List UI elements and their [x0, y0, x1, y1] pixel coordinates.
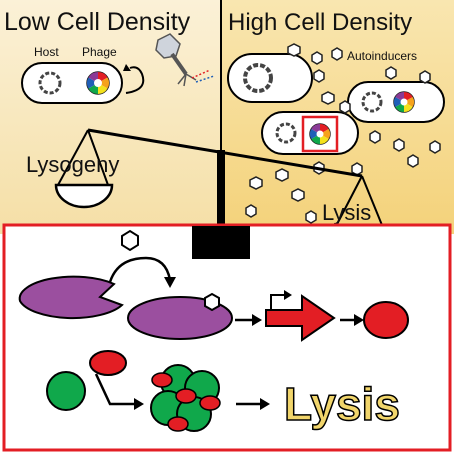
arrow-1-head — [252, 314, 262, 326]
promoter-arrowhead — [284, 290, 292, 300]
binding-arrowhead — [164, 277, 176, 288]
phage-genome-icon — [86, 71, 110, 95]
free-antirepressor — [89, 350, 127, 376]
repressor-antirepressor-complex — [150, 364, 221, 432]
replication-loop-arrow — [125, 66, 145, 94]
gene-arrow — [265, 294, 336, 342]
mechanism-inset — [2, 223, 452, 452]
scale-base-overlap — [192, 226, 250, 259]
antirepressor-protein — [363, 301, 409, 339]
phage-genome-icon — [309, 123, 331, 145]
host-chromosome-icon — [38, 71, 62, 95]
arrow-2-head — [354, 314, 364, 326]
host-label: Host — [34, 45, 59, 59]
host-chromosome-icon — [243, 63, 273, 93]
repressor-protein — [46, 371, 86, 411]
phage-label: Phage — [82, 45, 117, 59]
highlight-box — [301, 115, 339, 153]
complex-formation-arrow — [94, 373, 136, 406]
replication-arrowhead — [123, 64, 131, 71]
phage-genome-icon — [393, 91, 415, 113]
promoter-arrow — [270, 294, 286, 310]
autoinducer-molecules — [245, 43, 441, 224]
lysogeny-label: Lysogeny — [26, 152, 119, 177]
autoinducer-icon — [121, 229, 139, 252]
complex-formation-arrowhead — [134, 398, 144, 410]
lysis-outcome-label: Lysis — [322, 200, 371, 225]
host-chromosome-icon — [361, 91, 383, 113]
high-density-title: High Cell Density — [228, 9, 412, 36]
low-density-title: Low Cell Density — [4, 8, 191, 36]
binding-arrow — [108, 256, 172, 283]
left-scale-pan — [54, 183, 114, 209]
arrow-3-head — [260, 398, 270, 410]
host-chromosome-icon — [275, 122, 297, 144]
bound-autoinducer-icon — [204, 292, 220, 312]
receptor-unbound — [18, 275, 124, 320]
autoinducer-label: Autoinducers — [347, 49, 417, 63]
autoinducer-legend-icon — [331, 47, 343, 61]
scale-post — [217, 150, 225, 238]
phage-particle-icon — [155, 33, 215, 87]
lysis-result-label: Lysis — [284, 378, 400, 430]
